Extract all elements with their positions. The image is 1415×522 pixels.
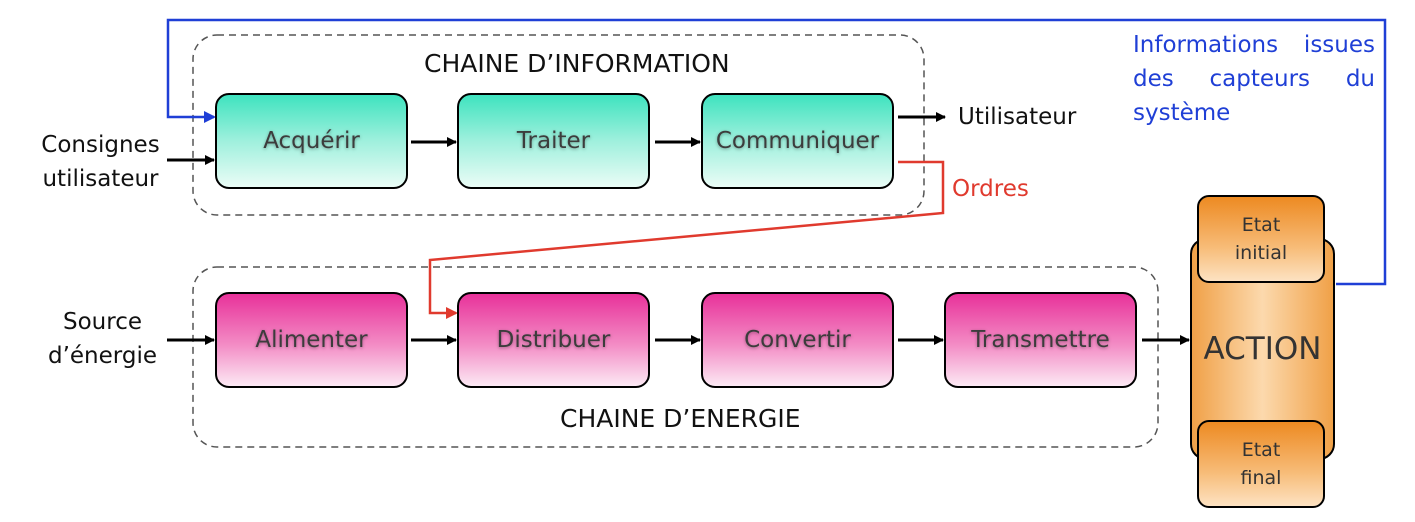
user-instructions-line1: Consignes xyxy=(41,132,160,158)
energy-source-line1: Source xyxy=(63,309,142,335)
initial-state-line2: initial xyxy=(1234,242,1288,264)
information-chain-frame xyxy=(192,34,925,216)
orders-label: Ordres xyxy=(952,176,1029,202)
energy-source-label: Source d’énergie xyxy=(40,305,165,373)
final-state-line2: final xyxy=(1240,467,1282,489)
final-state-block: Etat final xyxy=(1197,420,1325,508)
user-instructions-line2: utilisateur xyxy=(42,166,159,192)
block-traiter: Traiter xyxy=(457,93,650,189)
final-state-line1: Etat xyxy=(1241,439,1281,461)
energy-chain-frame xyxy=(192,266,1159,448)
action-label: ACTION xyxy=(1203,331,1322,367)
block-distribuer: Distribuer xyxy=(457,292,650,388)
user-output-label: Utilisateur xyxy=(958,104,1077,130)
block-alimenter: Alimenter xyxy=(215,292,408,388)
block-convertir: Convertir xyxy=(701,292,894,388)
block-transmettre: Transmettre xyxy=(944,292,1137,388)
initial-state-line1: Etat xyxy=(1241,214,1281,236)
block-acquerir: Acquérir xyxy=(215,93,408,189)
information-chain-title: CHAINE D’INFORMATION xyxy=(424,49,730,78)
initial-state-block: Etat initial xyxy=(1197,195,1325,283)
sensor-feedback-label: Informations issues des capteurs du syst… xyxy=(1133,32,1375,126)
feedback-arrow xyxy=(166,18,1387,286)
energy-chain-title: CHAINE D’ENERGIE xyxy=(560,404,801,433)
block-communiquer: Communiquer xyxy=(701,93,894,189)
orders-arrow xyxy=(428,160,945,319)
energy-source-line2: d’énergie xyxy=(48,343,157,369)
user-instructions-label: Consignes utilisateur xyxy=(38,128,163,196)
